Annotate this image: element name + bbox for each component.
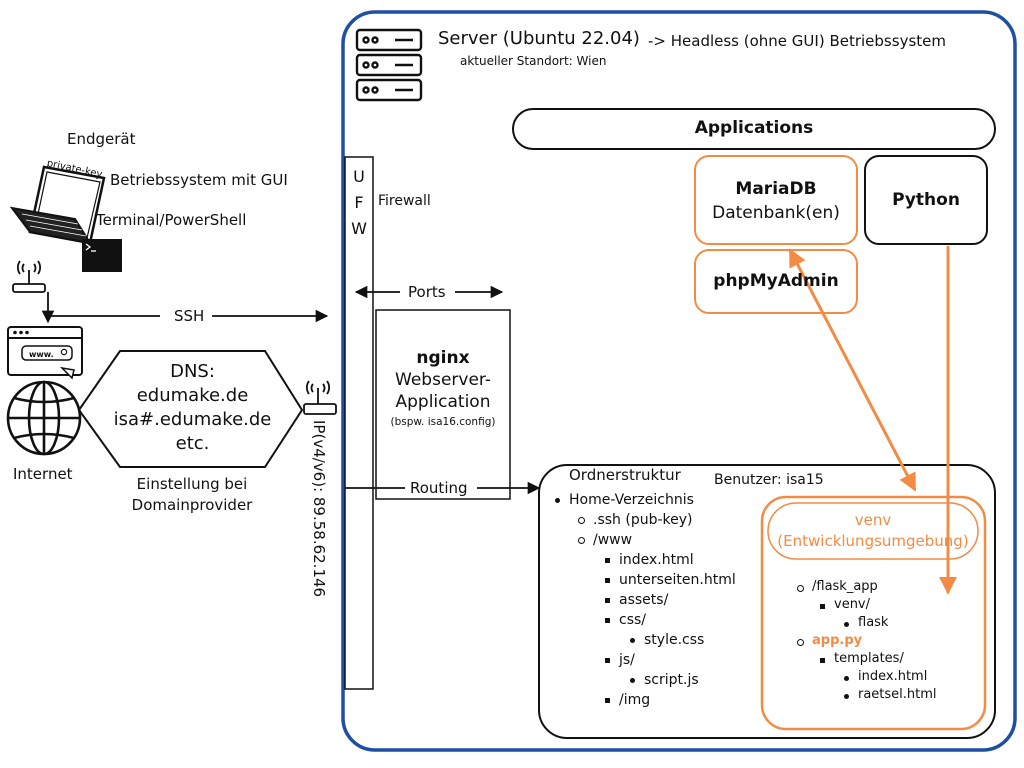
vtree-index: index.html (844, 668, 937, 686)
nginx-title: nginx (416, 348, 470, 368)
venv-title: venv (854, 511, 892, 529)
tree-unterseiten-label: unterseiten.html (619, 572, 736, 588)
vtree-index-label: index.html (858, 669, 928, 684)
folder-tree: Home-Verzeichnis .ssh (pub-key) /www ind… (555, 490, 736, 710)
terminal-label: Terminal/PowerShell (96, 211, 247, 229)
dns-hexagon (77, 350, 304, 468)
vtree-templates-label: templates/ (834, 651, 904, 666)
dns-domain-2: isa#.edumake.de (113, 409, 272, 430)
globe-icon (6, 380, 82, 456)
tree-ssh-label: .ssh (pub-key) (593, 512, 693, 528)
dns-note: Einstellung bei Domainprovider (112, 474, 272, 516)
server-container (341, 10, 1017, 752)
vtree-raetsel-label: raetsel.html (858, 687, 937, 702)
server-rack-icon (355, 28, 423, 102)
db-venv-arrow (788, 248, 917, 492)
vtree-venv-dir-label: venv/ (834, 597, 871, 612)
tree-script-label: script.js (644, 672, 699, 688)
ufw-letter-w: W (351, 219, 367, 238)
nginx-note: (bspw. isa16.config) (390, 416, 496, 428)
vtree-app-py: app.py templates/ index.html raetsel.htm… (797, 632, 937, 704)
dns-domain-1: edumake.de (136, 385, 249, 406)
firewall-label: Firewall (378, 193, 431, 209)
applications-title: Applications (694, 118, 814, 138)
tree-www: /www index.html unterseiten.html assets/… (578, 530, 736, 710)
routing-label: Routing (410, 479, 468, 497)
ufw-letters: U F W (345, 164, 373, 242)
venv-subtitle: (Entwicklungsumgebung) (777, 532, 969, 550)
laptop-icon (9, 165, 106, 245)
nginx-content: nginx Webserver- Application (bspw. isa1… (376, 347, 510, 431)
tree-css-label: css/ (619, 612, 647, 628)
tree-ssh: .ssh (pub-key) (578, 510, 736, 530)
server-title: Server (Ubuntu 22.04) (438, 28, 640, 49)
tree-js-label: js/ (619, 652, 635, 668)
browser-icon: www. (7, 326, 83, 380)
dns-title: DNS: (170, 361, 215, 382)
tree-style: style.css (630, 630, 736, 650)
folder-user: Benutzer: isa15 (714, 472, 824, 488)
ufw-column (344, 156, 374, 690)
client-os-label: Betriebssystem mit GUI (110, 171, 288, 189)
tree-img-label: /img (619, 692, 651, 708)
internet-label: Internet (13, 465, 73, 483)
vtree-flask-app-label: /flask_app (812, 579, 878, 594)
dns-content: DNS: edumake.de isa#.edumake.de etc. (110, 360, 275, 456)
tree-js: js/ script.js (605, 650, 736, 690)
python-label: Python (892, 190, 960, 210)
tree-css: css/ style.css (605, 610, 736, 650)
client-title: Endgerät (67, 130, 136, 148)
tree-home-label: Home-Verzeichnis (569, 492, 694, 508)
server-subtitle: -> Headless (ohne GUI) Betriebssystem (648, 32, 946, 50)
svg-text:www.: www. (29, 350, 54, 359)
nginx-box (375, 309, 511, 500)
ssh-label: SSH (174, 307, 205, 325)
tree-assets: assets/ (605, 590, 736, 610)
vtree-flask: flask (844, 614, 937, 632)
venv-header-pill (767, 502, 979, 560)
mariadb-subtitle: Datenbank(en) (712, 203, 840, 223)
tree-index-label: index.html (619, 552, 694, 568)
applications-bar (512, 108, 996, 150)
vtree-templates: templates/ index.html raetsel.html (820, 650, 937, 704)
ufw-letter-u: U (353, 167, 365, 186)
tree-style-label: style.css (644, 632, 705, 648)
mariadb-title: MariaDB (735, 179, 817, 199)
terminal-icon (82, 239, 122, 272)
ports-label: Ports (408, 283, 446, 301)
mariadb-content: MariaDB Datenbank(en) (695, 177, 857, 225)
tree-img: /img (605, 690, 736, 710)
ip-label: IP(v4/v6): 89.58.62.146 (310, 420, 328, 598)
mariadb-box (694, 155, 858, 245)
vtree-venv-dir: venv/ flask (820, 596, 937, 632)
python-box (864, 155, 988, 245)
vtree-app-py-label: app.py (812, 633, 863, 648)
tree-www-label: /www (593, 532, 633, 548)
tree-assets-label: assets/ (619, 592, 669, 608)
dns-note-line1: Einstellung bei (136, 475, 248, 493)
tree-unterseiten: unterseiten.html (605, 570, 736, 590)
server-router-icon (303, 380, 337, 415)
venv-header: venv (Entwicklungsumgebung) (768, 510, 978, 552)
tree-index: index.html (605, 550, 736, 570)
router-icon (12, 260, 46, 293)
venv-tree: /flask_app venv/ flask app.py templates/… (797, 578, 937, 704)
nginx-line2: Application (395, 392, 491, 412)
dns-note-line2: Domainprovider (131, 496, 253, 514)
vtree-raetsel: raetsel.html (844, 686, 937, 704)
phpmyadmin-label: phpMyAdmin (713, 271, 839, 291)
nginx-line1: Webserver- (395, 370, 491, 390)
dns-domain-3: etc. (175, 433, 210, 454)
vtree-flask-label: flask (858, 615, 889, 630)
server-location: aktueller Standort: Wien (460, 54, 607, 68)
tree-home: Home-Verzeichnis .ssh (pub-key) /www ind… (555, 490, 736, 710)
vtree-flask-app: /flask_app venv/ flask (797, 578, 937, 632)
ufw-letter-f: F (354, 193, 364, 212)
folder-title: Ordnerstruktur (569, 466, 681, 484)
tree-script: script.js (630, 670, 736, 690)
